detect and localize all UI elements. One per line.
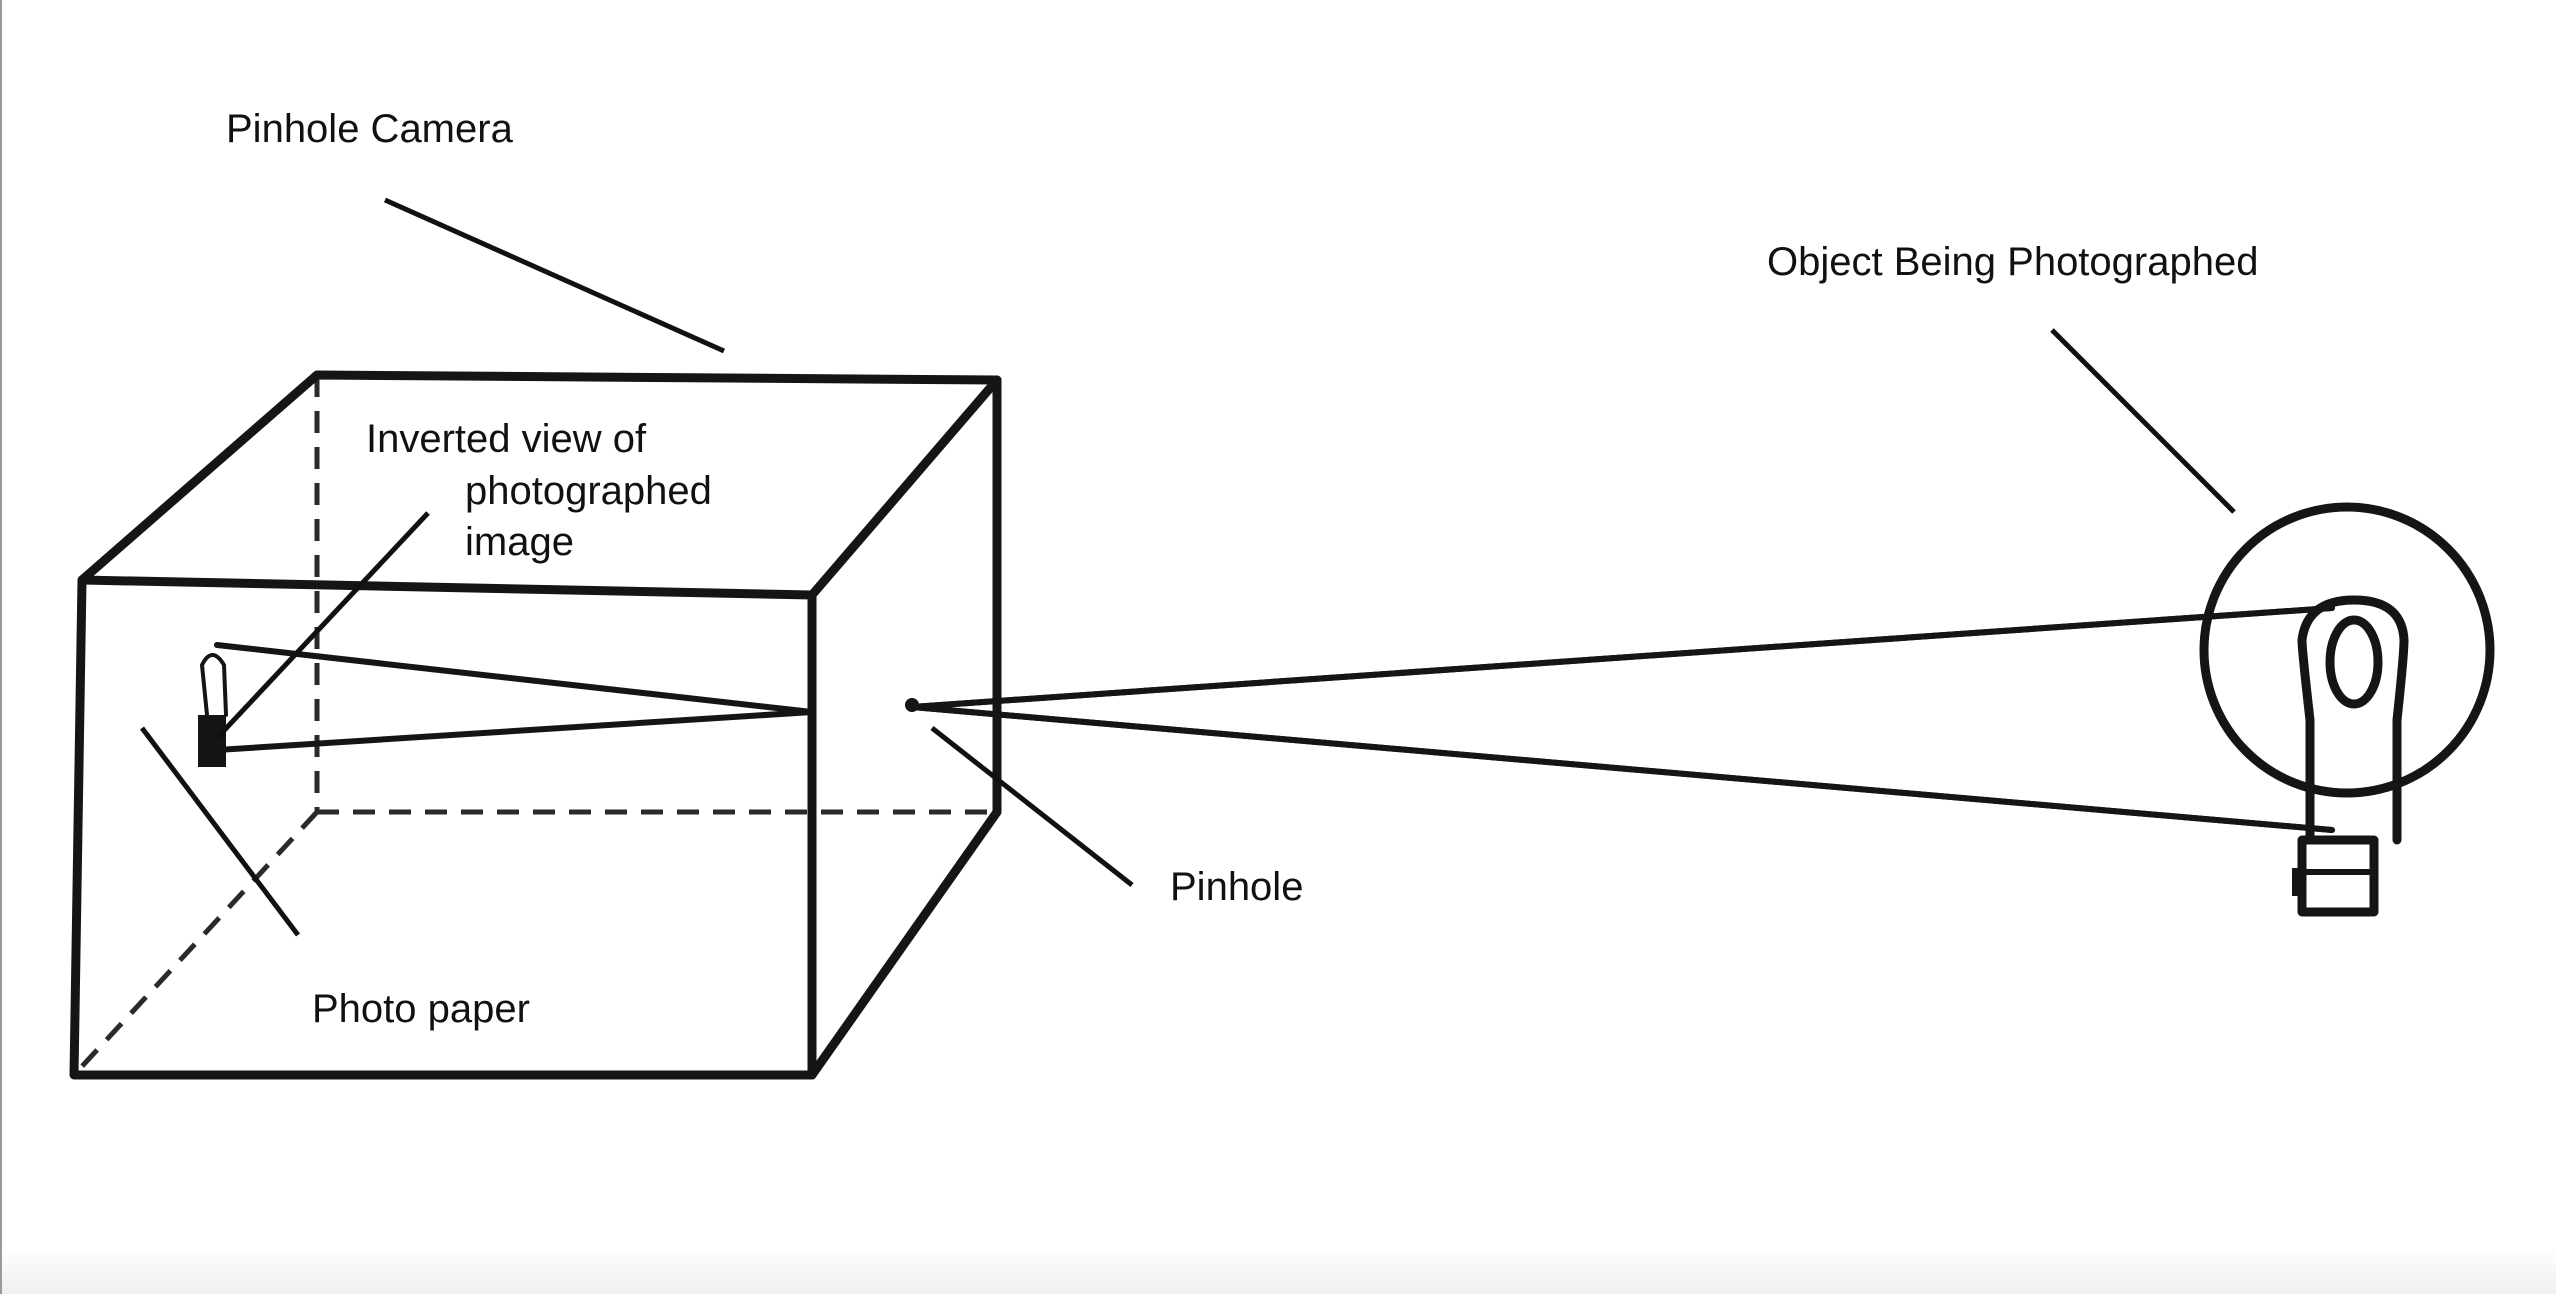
camera-top-face (77, 370, 1002, 600)
inverted-image-icon (198, 653, 228, 767)
bottom-fade (2, 1246, 2556, 1294)
bulb-filament (2325, 615, 2383, 709)
label-photo-paper: Photo paper (312, 987, 530, 1031)
bulb-screw-base (2297, 835, 2379, 917)
leader-object (2050, 328, 2236, 514)
ray-bottom-inside (214, 709, 815, 753)
label-inverted-view-line2: photographed (465, 469, 712, 513)
light-rays (214, 605, 2335, 833)
bulb-inner-stem (2297, 595, 2409, 845)
bulb-globe (2199, 502, 2495, 798)
label-pinhole-camera: Pinhole Camera (226, 107, 514, 151)
ray-top-inside (214, 642, 815, 715)
ray-bottom-over-bulb (909, 704, 2335, 833)
hidden-edge-diagonal (72, 810, 319, 1077)
leader-inverted-image (215, 511, 430, 740)
camera-right-face (807, 375, 1002, 1080)
leader-lines (140, 197, 2236, 937)
leader-pinhole (930, 726, 1134, 887)
inverted-bulb-glass (199, 653, 228, 717)
label-object-being-photographed: Object Being Photographed (1767, 240, 2258, 284)
ray-top-over-bulb (909, 605, 2335, 710)
light-bulb-icon (909, 502, 2495, 917)
label-inverted-view-line3: image (465, 520, 574, 564)
bulb-base-contact (2292, 868, 2304, 896)
inverted-bulb-base (198, 715, 226, 767)
leader-photo-paper (140, 726, 300, 937)
camera-box (69, 370, 1002, 1080)
label-pinhole: Pinhole (1170, 865, 1303, 909)
leader-camera (383, 197, 726, 354)
label-inverted-view-line1: Inverted view of (366, 417, 647, 461)
